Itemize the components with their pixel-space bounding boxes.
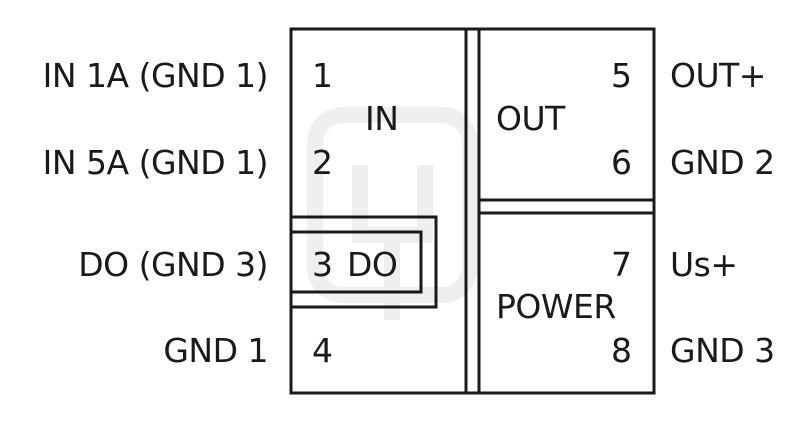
block-out-label: OUT [496, 99, 565, 138]
pin-1: 1 [312, 56, 333, 95]
label-in-5a: IN 5A (GND 1) [42, 143, 269, 182]
pin-8: 8 [611, 331, 632, 370]
label-in-1a: IN 1A (GND 1) [42, 56, 269, 95]
label-gnd-3: GND 3 [670, 331, 775, 370]
label-do: DO (GND 3) [78, 245, 268, 284]
watermark-logo [307, 107, 478, 320]
label-out-plus: OUT+ [670, 56, 766, 95]
label-gnd-1: GND 1 [163, 331, 268, 370]
do-block-outer [291, 215, 438, 309]
do-block-inner [291, 230, 423, 294]
block-in-label: IN [365, 99, 399, 138]
pin-2: 2 [312, 143, 333, 182]
block-do-label: DO [347, 245, 398, 284]
pin-3: 3 [312, 245, 333, 284]
label-us-plus: Us+ [670, 245, 738, 284]
pin-5: 5 [611, 56, 632, 95]
pin-4: 4 [312, 331, 333, 370]
module-outline [289, 27, 656, 395]
pin-7: 7 [611, 245, 632, 284]
block-power-label: POWER [496, 287, 616, 326]
pin-6: 6 [611, 143, 632, 182]
label-gnd-2: GND 2 [670, 143, 775, 182]
